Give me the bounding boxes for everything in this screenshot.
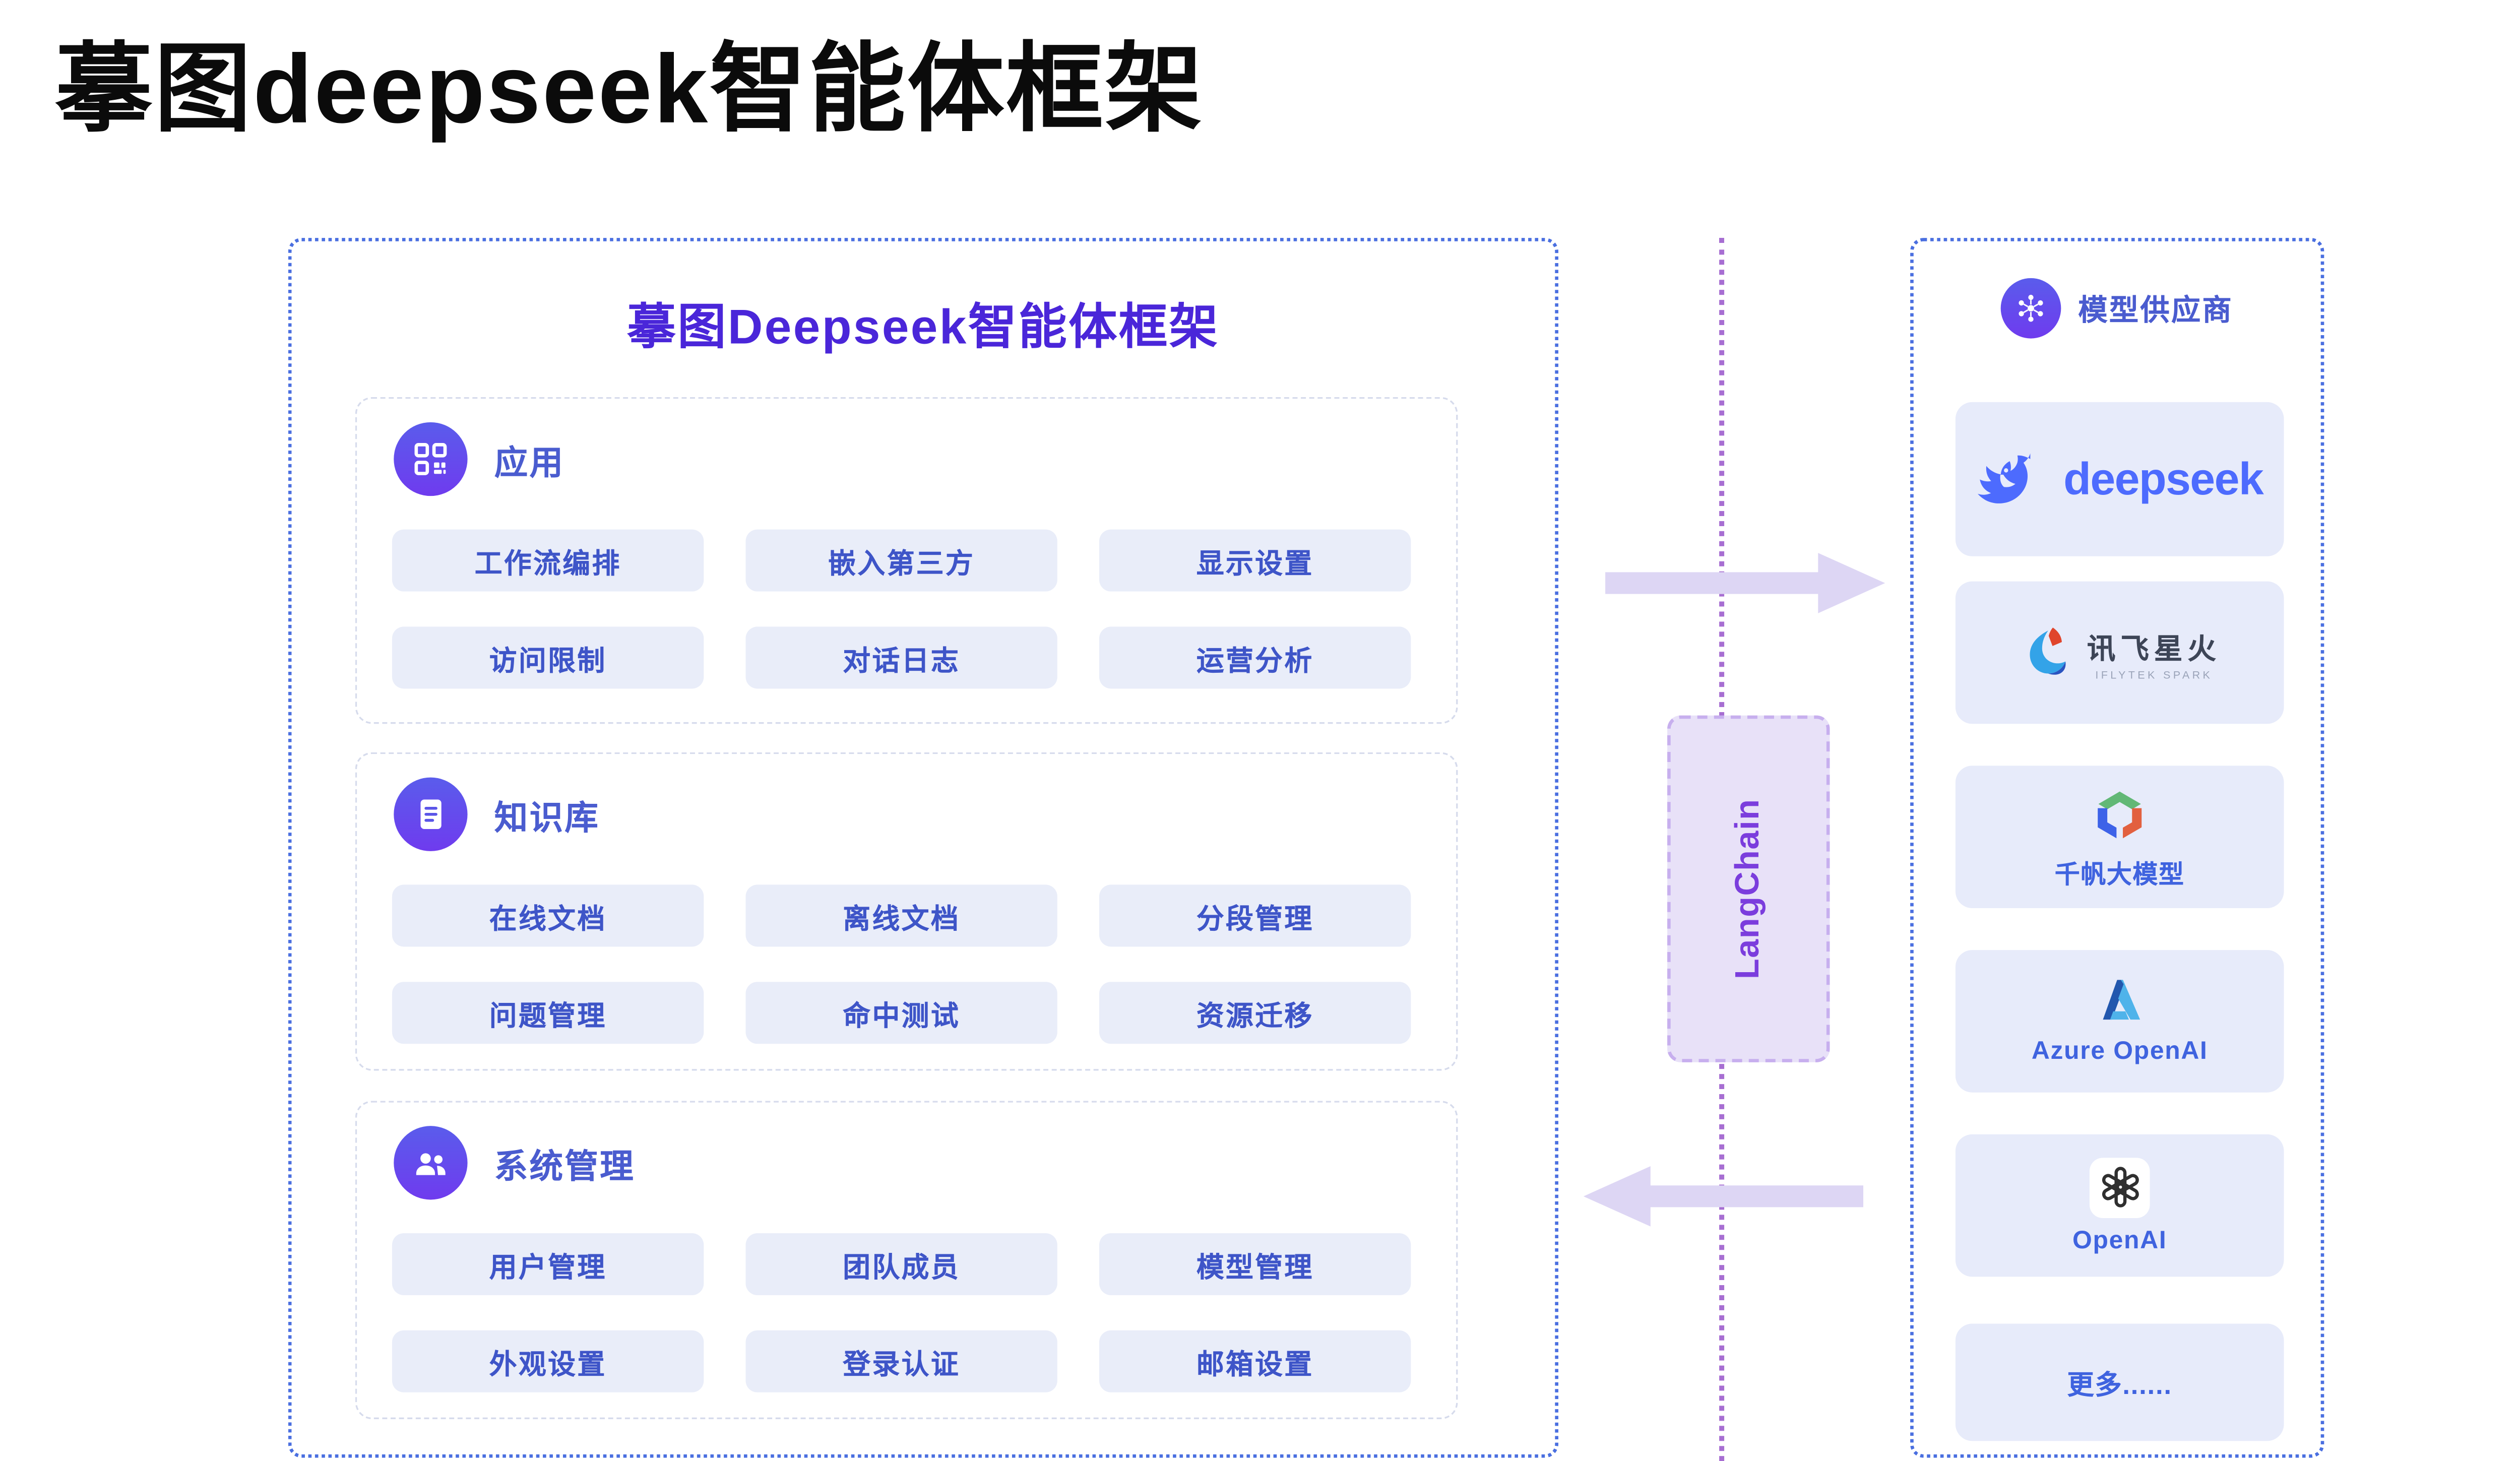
azure-icon — [2092, 977, 2148, 1029]
provider-label: 更多...... — [2067, 1372, 2172, 1401]
atom-icon — [2001, 278, 2062, 339]
provider-tile-openai: OpenAI — [1955, 1134, 2284, 1277]
feature-chip: 登录认证 — [745, 1330, 1057, 1392]
provider-sublabel: IFLYTEK SPARK — [2095, 669, 2213, 681]
section-card-app: 应用工作流编排嵌入第三方显示设置访问限制对话日志运营分析 — [355, 397, 1458, 724]
feature-chip: 资源迁移 — [1099, 982, 1411, 1044]
providers-host: deepseek 讯飞星火 IFLYTEK SPARK 千帆大模型 Azure Open… — [1914, 241, 2321, 1454]
feature-chip: 模型管理 — [1099, 1233, 1411, 1295]
section-header: 知识库 — [394, 777, 600, 851]
section-title: 应用 — [494, 444, 565, 482]
feature-chip: 对话日志 — [745, 626, 1057, 689]
model-providers-header: 模型供应商 — [1914, 278, 2321, 339]
provider-label: Azure OpenAI — [2031, 1037, 2208, 1066]
framework-panel: 摹图Deepseek智能体框架 应用工作流编排嵌入第三方显示设置访问限制对话日志… — [288, 238, 1558, 1458]
model-providers-panel: 模型供应商 deepseek 讯飞星火 IFLYTEK SPARK 千帆大模型 Azur… — [1910, 238, 2324, 1458]
feature-chip: 外观设置 — [392, 1330, 704, 1392]
feature-chip: 团队成员 — [745, 1233, 1057, 1295]
feature-chip: 访问限制 — [392, 626, 704, 689]
feature-chip: 分段管理 — [1099, 884, 1411, 947]
framework-panel-title: 摹图Deepseek智能体框架 — [627, 301, 1220, 355]
provider-tile-spark: 讯飞星火 IFLYTEK SPARK — [1955, 581, 2284, 724]
provider-label: OpenAI — [2072, 1226, 2167, 1254]
document-icon — [394, 777, 468, 851]
section-title: 知识库 — [494, 800, 600, 837]
feature-chip: 命中测试 — [745, 982, 1057, 1044]
provider-label: 千帆大模型 — [2054, 860, 2185, 889]
provider-logo-text: 讯飞星火 IFLYTEK SPARK — [2087, 624, 2221, 681]
openai-icon — [2089, 1157, 2150, 1218]
deepseek-whale-icon — [1976, 450, 2050, 509]
provider-tile-deepseek: deepseek — [1955, 402, 2284, 556]
feature-chip: 在线文档 — [392, 884, 704, 947]
team-icon — [394, 1126, 468, 1200]
section-title: 系统管理 — [494, 1149, 636, 1186]
feature-chip: 嵌入第三方 — [745, 529, 1057, 592]
feature-grid: 在线文档离线文档分段管理问题管理命中测试资源迁移 — [392, 884, 1411, 1044]
section-card-knowledge-base: 知识库在线文档离线文档分段管理问题管理命中测试资源迁移 — [355, 752, 1458, 1071]
model-providers-title: 模型供应商 — [2078, 292, 2233, 326]
feature-chip: 邮箱设置 — [1099, 1330, 1411, 1392]
feature-chip: 离线文档 — [745, 884, 1057, 947]
spark-flame-icon — [2019, 625, 2074, 680]
page-title: 摹图deepseek智能体框架 — [55, 35, 1204, 144]
section-header: 系统管理 — [394, 1126, 636, 1200]
feature-chip: 问题管理 — [392, 982, 704, 1044]
feature-grid: 工作流编排嵌入第三方显示设置访问限制对话日志运营分析 — [392, 529, 1411, 689]
provider-tile-qianfan: 千帆大模型 — [1955, 766, 2284, 908]
section-card-system-management: 系统管理用户管理团队成员模型管理外观设置登录认证邮箱设置 — [355, 1101, 1458, 1419]
grid-apps-icon — [394, 422, 468, 496]
qianfan-cube-icon — [2088, 783, 2152, 847]
feature-grid: 用户管理团队成员模型管理外观设置登录认证邮箱设置 — [392, 1233, 1411, 1392]
feature-chip: 用户管理 — [392, 1233, 704, 1295]
provider-label: 讯飞星火 — [2087, 632, 2221, 665]
arrow-right-icon — [1605, 553, 1885, 613]
provider-wordmark: deepseek — [2063, 453, 2264, 504]
arrow-left-icon — [1583, 1166, 1864, 1227]
section-header: 应用 — [394, 422, 564, 496]
provider-tile-azure: Azure OpenAI — [1955, 950, 2284, 1093]
langchain-box: LangChain — [1667, 715, 1830, 1062]
sections-host: 应用工作流编排嵌入第三方显示设置访问限制对话日志运营分析知识库在线文档离线文档分… — [291, 241, 1555, 1454]
provider-tile-more: 更多...... — [1955, 1323, 2284, 1441]
langchain-label: LangChain — [1729, 798, 1767, 980]
feature-chip: 工作流编排 — [392, 529, 704, 592]
feature-chip: 运营分析 — [1099, 626, 1411, 689]
feature-chip: 显示设置 — [1099, 529, 1411, 592]
